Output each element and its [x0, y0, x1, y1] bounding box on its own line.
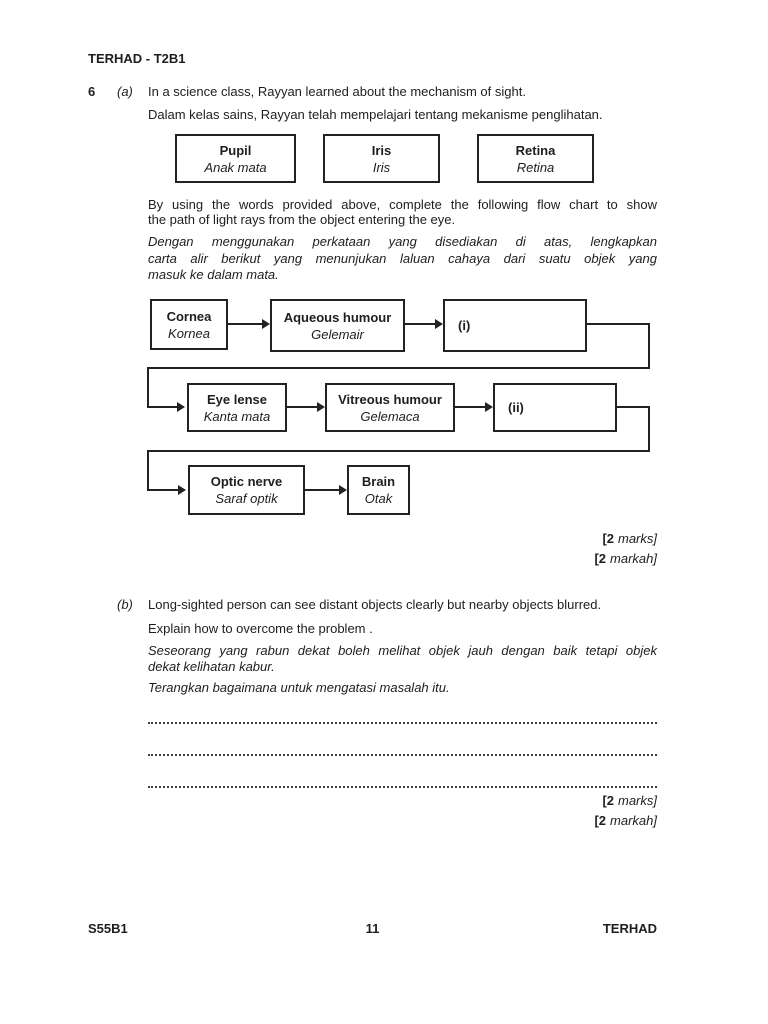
flow-connector: [648, 406, 650, 452]
flow-box-vitreous-humour: Vitreous humour Gelemaca: [325, 383, 455, 432]
qb-text-ms-1: Seseorang yang rabun dekat boleh melihat…: [148, 643, 657, 674]
flow-arrow: [228, 323, 262, 325]
answer-line[interactable]: [148, 784, 657, 788]
word-box-title: Retina: [515, 142, 556, 158]
flowchart: Cornea Kornea Aqueous humour Gelemair (i…: [145, 296, 657, 520]
instruction-ms: Dengan menggunakan perkataan yang disedi…: [148, 234, 657, 282]
qb-text-ms-2: Terangkan bagaimana untuk mengatasi masa…: [148, 680, 450, 695]
word-box-title: Iris: [371, 142, 392, 158]
flow-box-aqueous-humour: Aqueous humour Gelemair: [270, 299, 405, 352]
qa-text-ms: Dalam kelas sains, Rayyan telah mempelaj…: [148, 107, 603, 122]
answer-line[interactable]: [148, 720, 657, 724]
flow-box-blank-i[interactable]: (i): [443, 299, 587, 352]
flow-box-cornea: Cornea Kornea: [150, 299, 228, 350]
flow-arrow: [147, 489, 178, 491]
arrow-head-icon: [435, 319, 443, 329]
instruction-en: By using the words provided above, compl…: [148, 197, 657, 227]
flow-connector: [587, 323, 650, 325]
blank-i-label: (i): [458, 318, 471, 333]
word-box-subtitle: Retina: [516, 159, 555, 175]
qa-text-en: In a science class, Rayyan learned about…: [148, 84, 526, 99]
word-box-iris: Iris Iris: [323, 134, 440, 183]
flow-box-blank-ii[interactable]: (ii): [493, 383, 617, 432]
flow-arrow: [305, 489, 339, 491]
part-a-label: (a): [117, 84, 133, 99]
blank-ii-label: (ii): [508, 400, 524, 415]
word-box-subtitle: Iris: [372, 159, 391, 175]
flow-box-brain: Brain Otak: [347, 465, 410, 515]
word-box-retina: Retina Retina: [477, 134, 594, 183]
word-box-pupil: Pupil Anak mata: [175, 134, 296, 183]
flow-box-optic-nerve: Optic nerve Saraf optik: [188, 465, 305, 515]
part-b-label: (b): [117, 597, 133, 612]
arrow-head-icon: [177, 402, 185, 412]
footer-code: S55B1: [88, 921, 128, 936]
qb-text-en-2: Explain how to overcome the problem .: [148, 621, 373, 636]
arrow-head-icon: [485, 402, 493, 412]
footer-page-number: 11: [365, 921, 380, 936]
qb-text-en-1: Long-sighted person can see distant obje…: [148, 597, 602, 612]
flow-connector: [648, 323, 650, 369]
flow-arrow: [287, 406, 317, 408]
arrow-head-icon: [178, 485, 186, 495]
flow-connector: [147, 450, 650, 452]
flow-connector: [147, 450, 149, 491]
flow-arrow: [147, 406, 177, 408]
arrow-head-icon: [317, 402, 325, 412]
flow-box-eye-lense: Eye lense Kanta mata: [187, 383, 287, 432]
answer-line[interactable]: [148, 752, 657, 756]
arrow-head-icon: [339, 485, 347, 495]
word-box-title: Pupil: [219, 142, 252, 158]
page-header: TERHAD - T2B1: [88, 51, 186, 66]
flow-arrow: [405, 323, 435, 325]
question-number: 6: [88, 84, 96, 99]
flow-connector: [147, 367, 650, 369]
word-box-subtitle: Anak mata: [204, 159, 267, 175]
flow-arrow: [455, 406, 485, 408]
flow-connector: [147, 367, 149, 408]
footer-terhad: TERHAD: [602, 921, 657, 936]
arrow-head-icon: [262, 319, 270, 329]
flow-connector: [617, 406, 650, 408]
